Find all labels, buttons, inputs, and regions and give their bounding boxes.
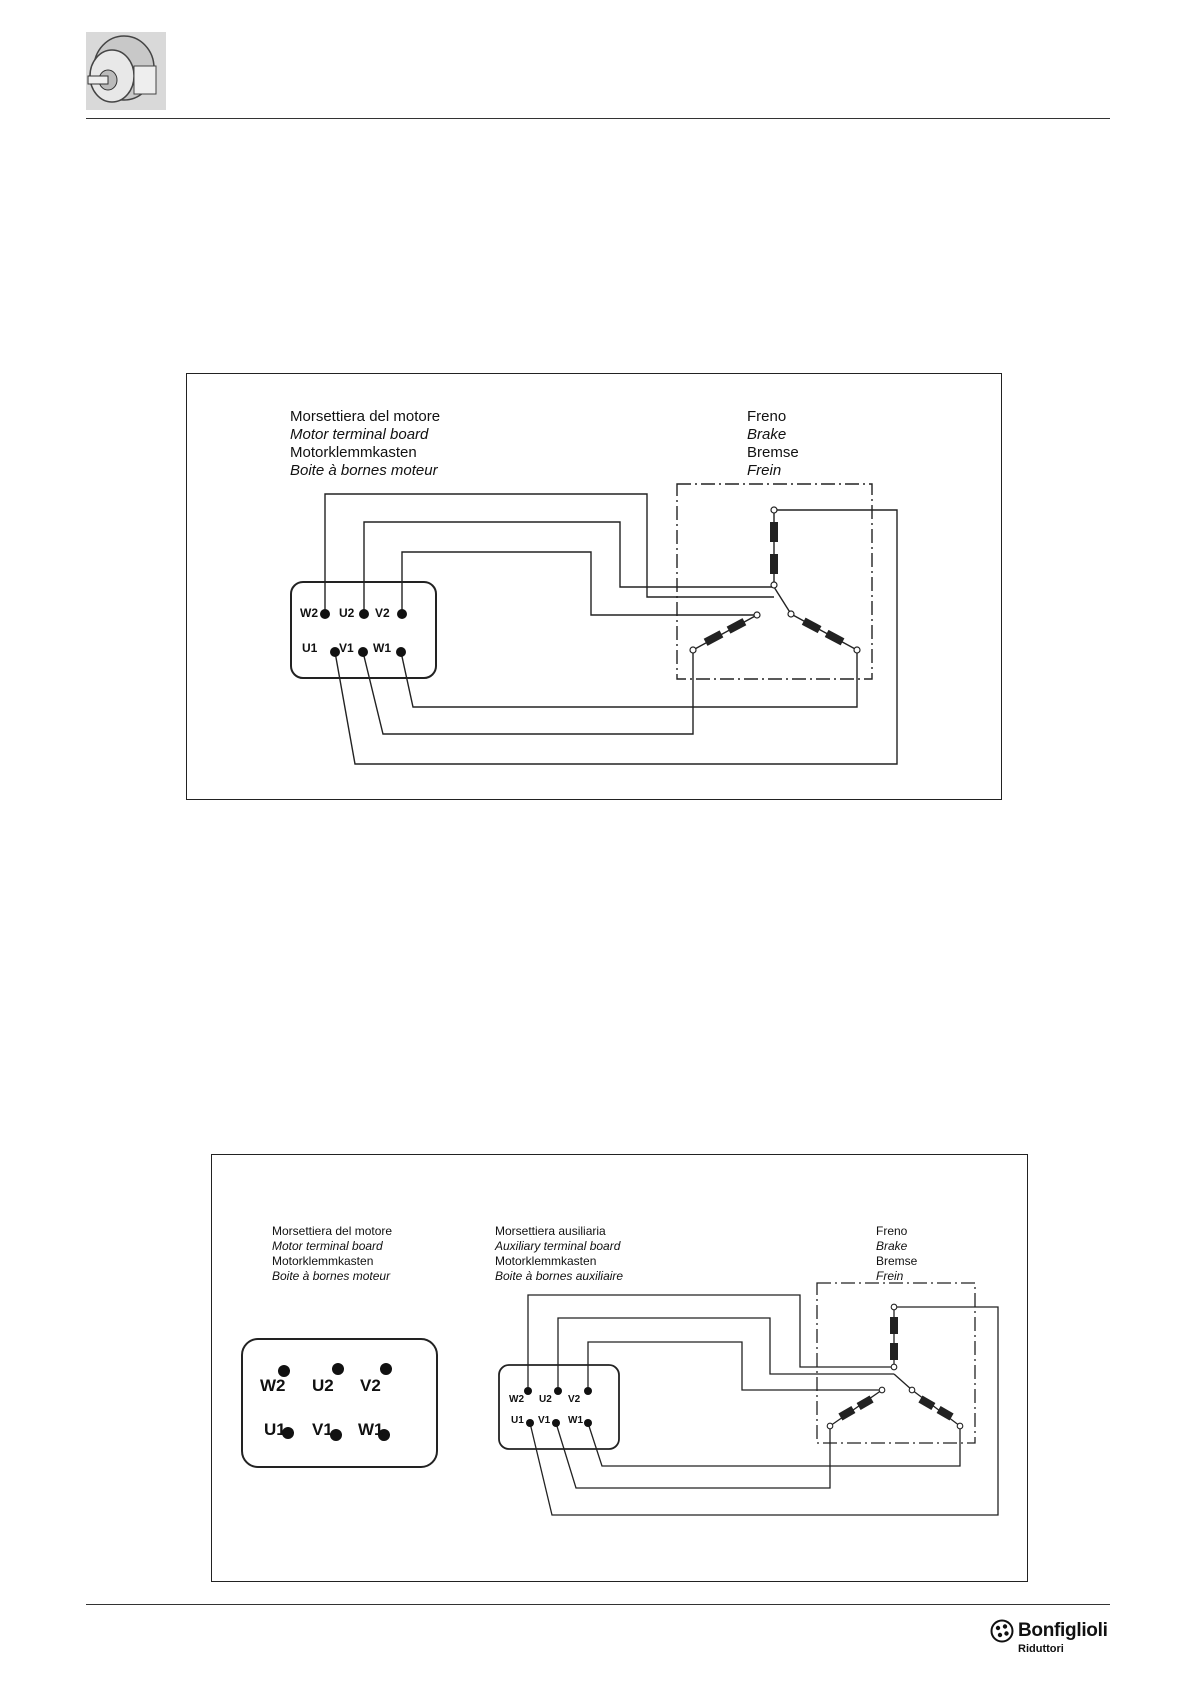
footer-rule: [86, 1604, 1110, 1605]
motor-terminal-u2: U2: [312, 1376, 334, 1395]
motor-board-label-fr: Boite à bornes moteur: [272, 1269, 391, 1283]
wiring-diagram-2-drawing: [241, 1282, 999, 1516]
terminal-v2: V2: [375, 606, 390, 620]
terminal-v1: V1: [339, 641, 354, 655]
terminal-u1: U1: [302, 641, 318, 655]
motor-board-label-it: Morsettiera del motore: [290, 408, 441, 425]
aux-terminal-u1: U1: [511, 1415, 524, 1426]
brake-label-fr: Frein: [876, 1269, 904, 1283]
motor-board-label-de: Motorklemmkasten: [290, 444, 417, 461]
brake-label-fr: Frein: [747, 462, 782, 479]
motor-board-label-fr: Boite à bornes moteur: [290, 462, 438, 479]
terminal-w1: W1: [373, 641, 391, 655]
brake-label-it: Freno: [876, 1224, 908, 1238]
wiring-diagram-2: Morsettiera del motore Motor terminal bo…: [211, 1154, 1028, 1582]
aux-terminal-w1: W1: [568, 1415, 583, 1426]
motor-terminal-v2: V2: [360, 1376, 381, 1395]
aux-terminal-u2: U2: [539, 1394, 552, 1405]
motor-terminal-v1: V1: [312, 1420, 333, 1439]
aux-board-label-de: Motorklemmkasten: [495, 1254, 597, 1268]
motor-board-label-en: Motor terminal board: [272, 1239, 383, 1253]
brake-label-en: Brake: [876, 1239, 908, 1253]
motor-terminal-w1: W1: [358, 1420, 384, 1439]
aux-terminal-v2: V2: [568, 1394, 581, 1405]
aux-board-label-fr: Boite à bornes auxiliaire: [495, 1269, 624, 1283]
bonfiglioli-logo-icon: [990, 1619, 1014, 1643]
brake-label-de: Bremse: [876, 1254, 918, 1268]
brake-label-de: Bremse: [747, 444, 799, 461]
brand-subtitle: Riduttori: [1018, 1643, 1064, 1655]
motor-board-label-en: Motor terminal board: [290, 426, 429, 443]
aux-board-label-en: Auxiliary terminal board: [495, 1239, 621, 1253]
header-rule: [86, 118, 1110, 119]
motor-terminal-u1: U1: [264, 1420, 286, 1439]
brake-label-it: Freno: [747, 408, 787, 425]
motor-terminal-w2: W2: [260, 1376, 286, 1395]
brake-label-en: Brake: [747, 426, 787, 443]
aux-terminal-v1: V1: [538, 1415, 551, 1426]
brand-logo: Bonfiglioli Riduttori: [990, 1618, 1112, 1658]
brand-name: Bonfiglioli: [1018, 1620, 1108, 1641]
motor-board-label-it: Morsettiera del motore: [272, 1224, 393, 1238]
terminal-u2: U2: [339, 606, 355, 620]
aux-terminal-w2: W2: [509, 1394, 524, 1405]
motor-icon: [86, 32, 166, 110]
terminal-w2: W2: [300, 606, 318, 620]
wiring-diagram-1-drawing: [290, 483, 898, 765]
wiring-diagram-1: Morsettiera del motore Motor terminal bo…: [186, 373, 1002, 800]
motor-board-label-de: Motorklemmkasten: [272, 1254, 374, 1268]
aux-board-label-it: Morsettiera ausiliaria: [495, 1224, 606, 1238]
